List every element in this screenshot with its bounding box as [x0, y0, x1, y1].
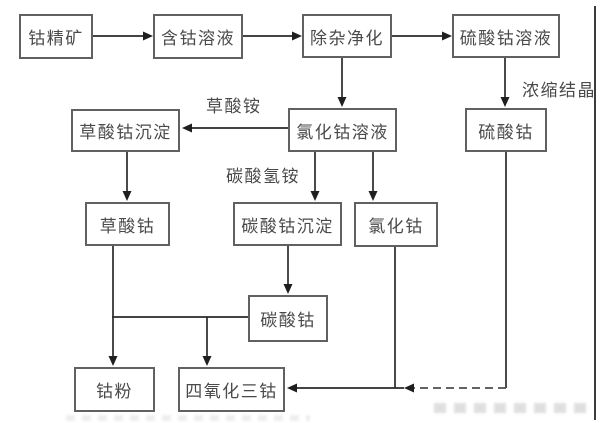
- node-impurity-removal: 除杂净化: [302, 14, 392, 58]
- edge-label-ammonium-oxalate: 草酸铵: [206, 97, 262, 116]
- node-label: 碳酸钴: [260, 311, 316, 330]
- node-cobalt-powder: 钴粉: [74, 367, 155, 412]
- node-cobalt-chloride-solution: 氯化钴溶液: [288, 108, 397, 152]
- watermark-smudge: [66, 415, 310, 421]
- arrowheads: [108, 31, 510, 393]
- node-label: 钴精矿: [28, 29, 84, 48]
- node-cobalt-tetroxide: 四氧化三钴: [178, 367, 285, 412]
- node-cobalt-sulfate: 硫酸钴: [465, 108, 547, 152]
- edge-label-concentrate-crystallize: 浓缩结晶: [522, 81, 596, 100]
- edge-label-ammonium-bicarbonate: 碳酸氢铵: [226, 167, 300, 186]
- node-label: 四氧化三钴: [185, 382, 278, 401]
- node-label: 草酸钴: [99, 216, 156, 236]
- node-label: 钴粉: [96, 382, 133, 401]
- node-cobalt-chloride: 氯化钴: [354, 202, 438, 247]
- node-label: 氯化钴溶液: [296, 122, 389, 142]
- node-label: 硫酸钴溶液: [459, 28, 553, 48]
- node-label: 含钴溶液: [161, 29, 235, 48]
- node-cobalt-carbonate-precipitate: 碳酸钴沉淀: [233, 202, 342, 246]
- node-label: 除杂净化: [310, 28, 384, 48]
- node-cobalt-oxalate-precipitate: 草酸钴沉淀: [71, 109, 180, 152]
- watermark-smudge: [434, 403, 592, 413]
- node-label: 硫酸钴: [478, 122, 534, 142]
- node-cobalt-concentrate: 钴精矿: [19, 14, 93, 59]
- node-cobalt-bearing-solution: 含钴溶液: [153, 14, 243, 59]
- node-label: 氯化钴: [368, 217, 424, 236]
- node-cobalt-carbonate: 碳酸钴: [248, 295, 328, 342]
- node-label: 碳酸钴沉淀: [241, 216, 334, 236]
- node-label: 草酸钴沉淀: [79, 123, 172, 142]
- node-cobalt-oxalate: 草酸钴: [85, 202, 170, 246]
- node-cobalt-sulfate-solution: 硫酸钴溶液: [452, 14, 560, 58]
